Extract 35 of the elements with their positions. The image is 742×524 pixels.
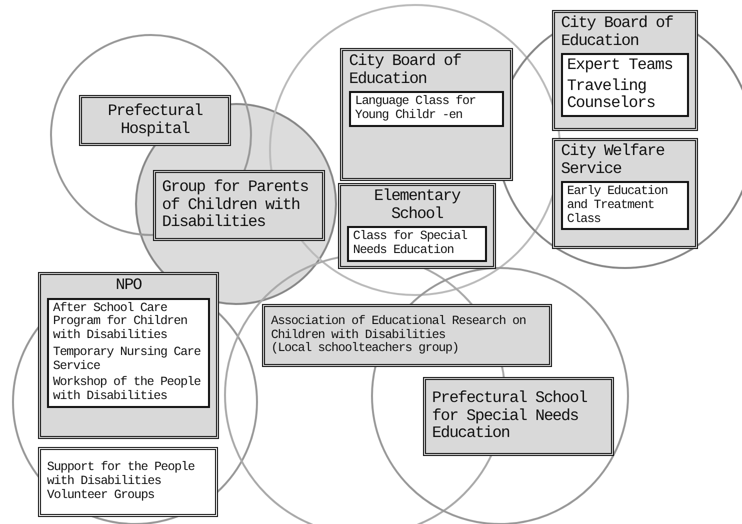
program-name: Early Education and Treatment Class (567, 185, 669, 226)
group-box (38, 447, 218, 517)
program-name: Temporary Nursing Care Service (53, 346, 202, 374)
organization-box (262, 304, 552, 367)
program-name: Class for Special Needs Education (353, 230, 468, 258)
program-name: Support for the People with Disabilities (47, 461, 196, 489)
organization-name: City Welfare Service (561, 143, 666, 178)
organization-name: Prefectural Hospital (106, 102, 204, 138)
program-name: Traveling Counselors (567, 78, 656, 113)
program-name: Volunteer Groups (47, 488, 156, 503)
program-name: Language Class for Young Childr -en (355, 95, 477, 123)
program-box (347, 226, 487, 262)
organization-box (552, 10, 698, 131)
organization-name: Association of Educational Research on Children with Disabilities (271, 314, 527, 342)
organization-box (340, 48, 513, 181)
program-name: Expert Teams (567, 57, 674, 75)
organization-name: NPO (114, 277, 142, 295)
organization-name: City Board of Education (349, 53, 462, 88)
organization-name: Prefectural School for Special Needs Education (432, 390, 588, 443)
organization-box (38, 272, 219, 439)
organization-box (552, 138, 698, 249)
organization-name: (Local schoolteachers group) (271, 342, 460, 356)
program-box (47, 298, 210, 408)
program-box (561, 53, 689, 117)
program-name: Workshop of the People with Disabilities (53, 376, 202, 404)
organization-name: City Board of Education (561, 15, 674, 50)
program-name: After School Care Program for Children with Disabilities (53, 302, 188, 343)
organization-name: Elementary School (372, 188, 462, 224)
program-box (349, 91, 504, 127)
organization-name: Group for Parents of Children with Disabilities (162, 179, 310, 232)
program-box (561, 181, 689, 230)
organization-box (338, 183, 496, 269)
organization-box (423, 377, 614, 456)
organization-box (153, 170, 325, 241)
organization-box (79, 95, 231, 146)
